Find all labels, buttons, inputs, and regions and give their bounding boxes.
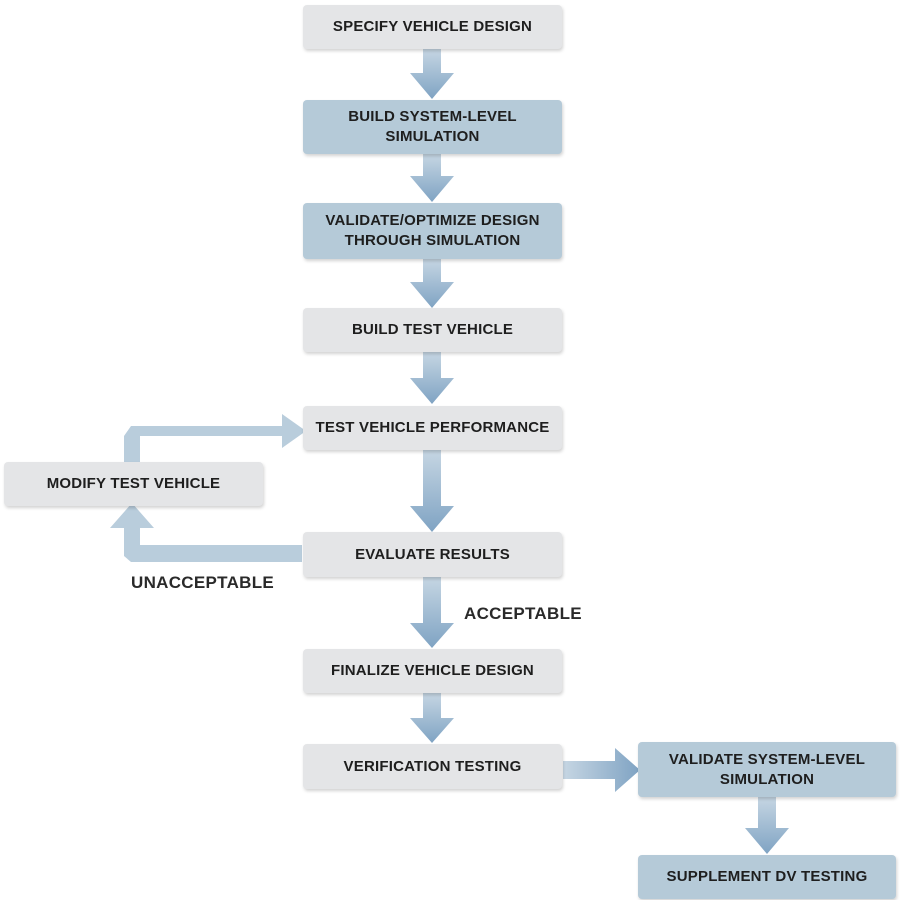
step-label: BUILD TEST VEHICLE [351,321,514,338]
step-label: VERIFICATION TESTING [343,757,522,775]
step-label: SPECIFY VEHICLE DESIGN [332,18,533,35]
arrow-test-perf-to-evaluate [410,450,454,532]
step-label: SUPPLEMENT DV TESTING [666,868,868,885]
step-label-line-2: THROUGH SIMULATION [344,232,521,249]
step-supplement-dv-testing: SUPPLEMENT DV TESTING [638,855,896,899]
arrow-evaluate-to-modify [110,503,302,562]
step-modify-test-vehicle: MODIFY TEST VEHICLE [4,462,263,506]
step-test-vehicle-performance: TEST VEHICLE PERFORMANCE [303,406,562,450]
arrow-validate-to-build-test [410,259,454,308]
step-label-line-1: BUILD SYSTEM-LEVEL [348,108,517,125]
arrow-finalize-to-verification [410,693,454,743]
arrow-build-sim-to-validate [410,154,454,202]
step-build-system-level-simulation: BUILD SYSTEM-LEVEL SIMULATION [303,100,562,154]
step-label-line-2: SIMULATION [385,128,480,145]
step-label-line-1: VALIDATE/OPTIMIZE DESIGN [325,212,540,229]
acceptable-label: ACCEPTABLE [464,604,582,623]
step-validate-system-level-simulation: VALIDATE SYSTEM-LEVEL SIMULATION [638,742,896,797]
step-finalize-vehicle-design: FINALIZE VEHICLE DESIGN [303,649,562,693]
arrow-validate-sys-to-supplement [745,797,789,854]
step-verification-testing: VERIFICATION TESTING [303,744,562,789]
step-label: FINALIZE VEHICLE DESIGN [331,662,534,679]
arrow-evaluate-to-finalize [410,577,454,648]
step-label: EVALUATE RESULTS [355,545,510,563]
step-label: MODIFY TEST VEHICLE [46,475,221,492]
step-validate-optimize-design: VALIDATE/OPTIMIZE DESIGN THROUGH SIMULAT… [303,203,562,259]
step-specify-vehicle-design: SPECIFY VEHICLE DESIGN [303,5,562,49]
step-label: VALIDATE SYSTEM-LEVEL SIMULATION [669,750,865,790]
step-label: BUILD SYSTEM-LEVEL SIMULATION [348,107,517,147]
step-build-test-vehicle: BUILD TEST VEHICLE [303,308,562,352]
step-label-line-1: VALIDATE SYSTEM-LEVEL [668,750,866,768]
arrow-specify-to-build-sim [410,49,454,99]
step-label: TEST VEHICLE PERFORMANCE [315,419,550,436]
arrow-modify-to-test-perf [124,414,306,462]
arrow-build-test-to-test-perf [410,352,454,404]
arrow-verification-to-validate-sys [563,748,640,792]
step-evaluate-results: EVALUATE RESULTS [303,532,562,577]
step-label: VALIDATE/OPTIMIZE DESIGN THROUGH SIMULAT… [325,211,539,251]
step-label-line-2: SIMULATION [719,770,815,788]
unacceptable-label: UNACCEPTABLE [131,573,275,592]
